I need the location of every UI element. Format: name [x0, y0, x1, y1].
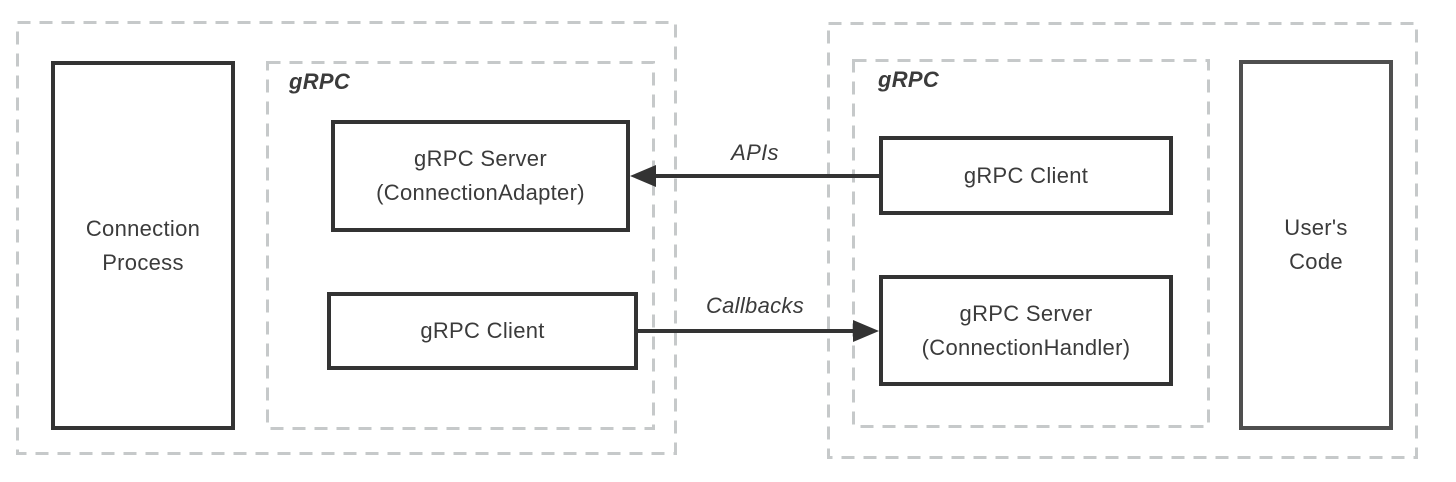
users-code-label-line2: Code — [1289, 249, 1343, 274]
grpc-server-adapter-label-line2: (ConnectionAdapter) — [376, 180, 585, 205]
grpc-server-adapter-label-line1: gRPC Server — [414, 146, 547, 171]
apis-arrow-line — [652, 174, 879, 178]
callbacks-arrow-line — [638, 329, 855, 333]
apis-arrow-label: APIs — [731, 140, 779, 165]
users-code-label-line1: User's — [1284, 215, 1348, 240]
callbacks-arrowhead-right-icon — [853, 320, 879, 342]
connection-process-label-line2: Process — [102, 249, 184, 275]
right-grpc-section-label: gRPC — [878, 67, 940, 92]
left-grpc-client-box: gRPC Client — [327, 292, 638, 370]
grpc-server-handler-label-line1: gRPC Server — [959, 300, 1093, 326]
users-code-box: User's Code — [1239, 60, 1393, 430]
right-outer-dashed-container — [827, 22, 1418, 459]
grpc-server-connectionhandler-box: gRPC Server (ConnectionHandler) — [879, 275, 1173, 386]
connection-process-label-line1: Connection — [85, 215, 201, 241]
right-grpc-client-label: gRPC Client — [963, 162, 1089, 188]
callbacks-arrow-label: Callbacks — [705, 293, 805, 318]
left-grpc-client-label: gRPC Client — [420, 318, 545, 343]
grpc-server-connectionadapter-box: gRPC Server (ConnectionAdapter) — [331, 120, 630, 232]
right-grpc-client-box: gRPC Client — [879, 136, 1173, 215]
left-grpc-section-label: gRPC — [289, 69, 351, 94]
apis-arrowhead-left-icon — [630, 165, 656, 187]
left-outer-dashed-container — [16, 21, 677, 455]
left-grpc-dashed-container — [266, 61, 655, 430]
grpc-server-handler-label-line2: (ConnectionHandler) — [921, 334, 1131, 360]
right-grpc-dashed-container — [852, 59, 1210, 428]
connection-process-box: Connection Process — [51, 61, 235, 430]
